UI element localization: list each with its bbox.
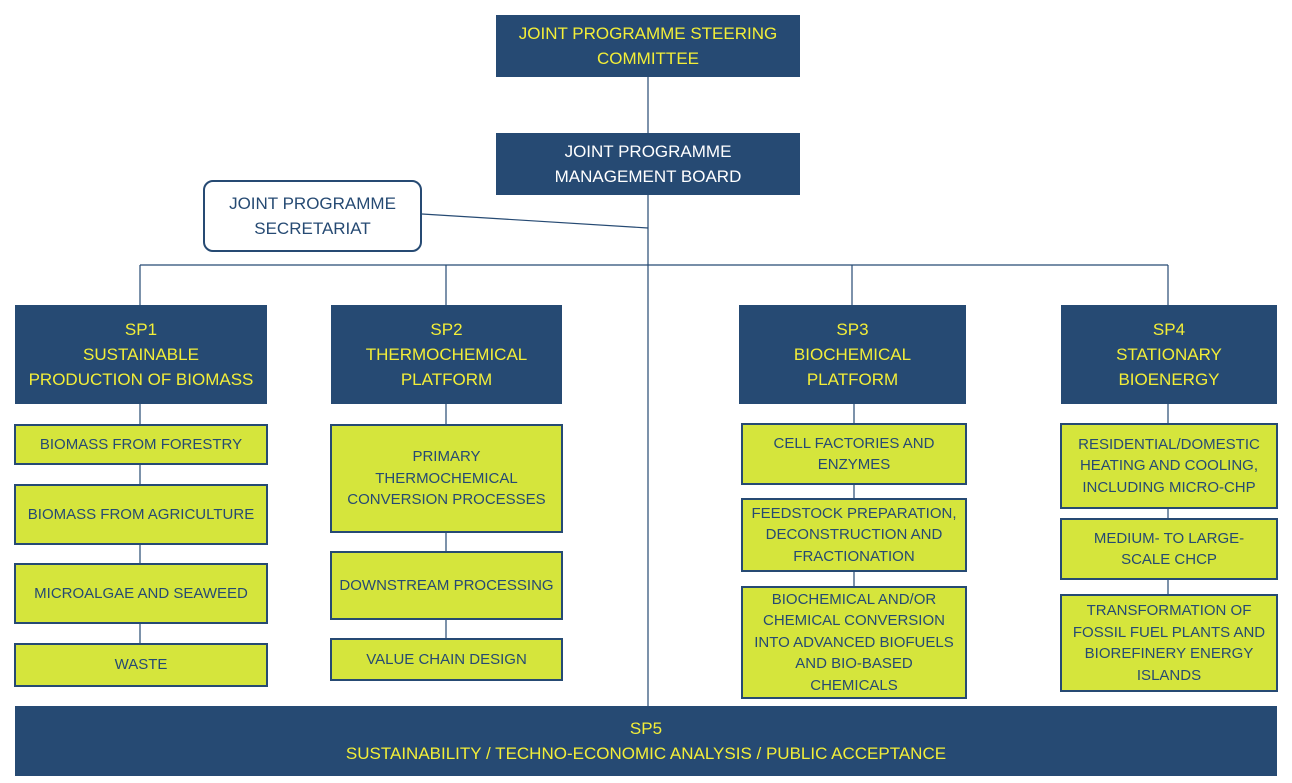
sp1-item-biomass-agriculture: BIOMASS FROM AGRICULTURE (14, 484, 268, 545)
sp1-item-microalgae-seaweed: MICROALGAE AND SEAWEED (14, 563, 268, 624)
steering-committee-box: JOINT PROGRAMME STEERING COMMITTEE (496, 15, 800, 77)
sp1-item-biomass-forestry: BIOMASS FROM FORESTRY (14, 424, 268, 465)
sp2-item-value-chain-design: VALUE CHAIN DESIGN (330, 638, 563, 681)
sp3-code: SP3 (836, 320, 869, 339)
sp5-code: SP5 (629, 719, 663, 738)
sp3-item-feedstock-preparation: FEEDSTOCK PREPARATION, DECONSTRUCTION AN… (741, 498, 967, 572)
sp3-item-biochemical-conversion: BIOCHEMICAL AND/OR CHEMICAL CONVERSION I… (741, 586, 967, 699)
sp2-item-primary-conversion: PRIMARY THERMOCHEMICAL CONVERSION PROCES… (330, 424, 563, 533)
management-board-label: JOINT PROGRAMME MANAGEMENT BOARD (554, 142, 742, 186)
sp4-item-residential-heating: RESIDENTIAL/DOMESTIC HEATING AND COOLING… (1060, 423, 1278, 509)
sp4-title: STATIONARY BIOENERGY (1116, 345, 1222, 389)
management-board-box: JOINT PROGRAMME MANAGEMENT BOARD (496, 133, 800, 195)
sp4-item-medium-large-chcp: MEDIUM- TO LARGE- SCALE CHCP (1060, 518, 1278, 580)
sp3-item-cell-factories: CELL FACTORIES AND ENZYMES (741, 423, 967, 485)
sp4-header: SP4 STATIONARY BIOENERGY (1061, 305, 1277, 404)
secretariat-box: JOINT PROGRAMME SECRETARIAT (203, 180, 422, 252)
sp1-code: SP1 (124, 320, 158, 339)
sp2-code: SP2 (430, 320, 463, 339)
sp4-code: SP4 (1152, 320, 1186, 339)
sp1-title: SUSTAINABLE PRODUCTION OF BIOMASS (28, 345, 254, 389)
sp3-title: BIOCHEMICAL PLATFORM (793, 345, 912, 389)
steering-committee-label: JOINT PROGRAMME STEERING COMMITTEE (518, 24, 778, 68)
sp5-bar: SP5 SUSTAINABILITY / TECHNO-ECONOMIC ANA… (15, 706, 1277, 776)
sp3-header: SP3 BIOCHEMICAL PLATFORM (739, 305, 966, 404)
sp1-item-waste: WASTE (14, 643, 268, 687)
secretariat-label: JOINT PROGRAMME SECRETARIAT (229, 194, 396, 238)
sp4-item-fossil-transformation: TRANSFORMATION OF FOSSIL FUEL PLANTS AND… (1060, 594, 1278, 692)
sp2-title: THERMOCHEMICAL PLATFORM (365, 345, 528, 389)
sp5-title: SUSTAINABILITY / TECHNO-ECONOMIC ANALYSI… (345, 744, 947, 763)
sp2-item-downstream-processing: DOWNSTREAM PROCESSING (330, 551, 563, 620)
sp1-header: SP1 SUSTAINABLE PRODUCTION OF BIOMASS (15, 305, 267, 404)
sp2-header: SP2 THERMOCHEMICAL PLATFORM (331, 305, 562, 404)
connector-secretariat (421, 213, 649, 229)
